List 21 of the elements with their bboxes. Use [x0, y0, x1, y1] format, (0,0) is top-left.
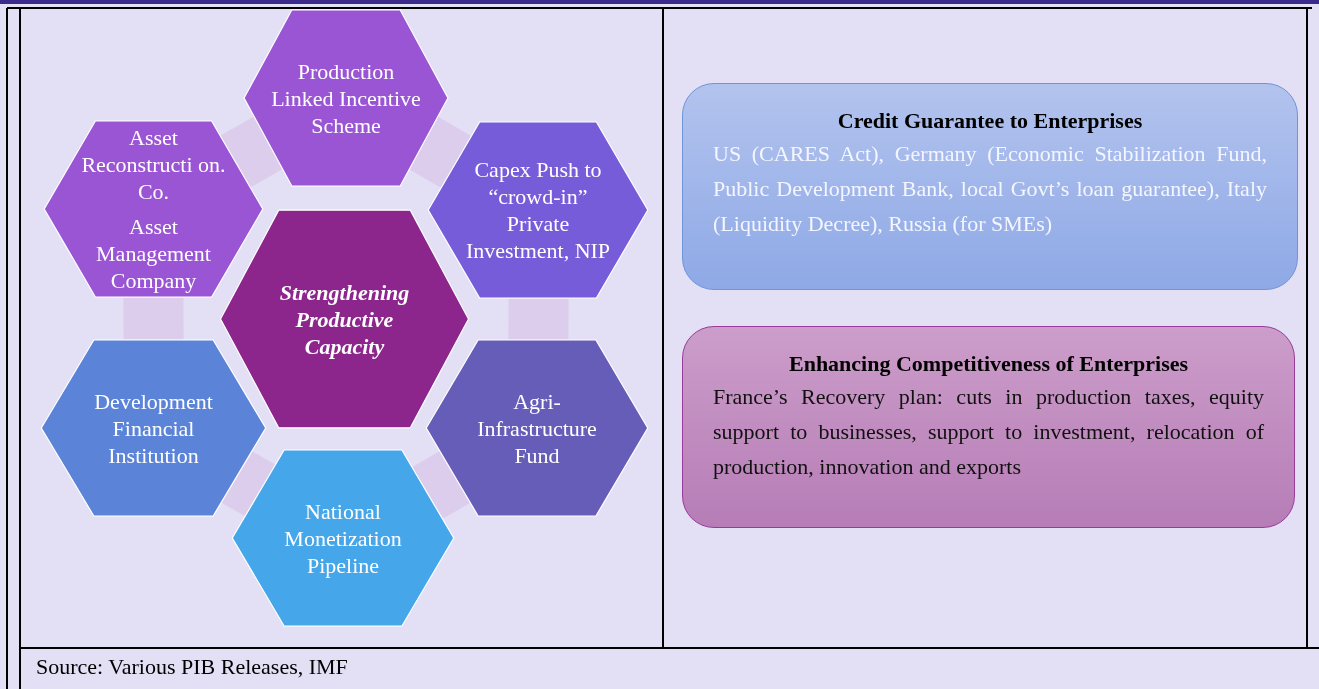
hexagon-label: Asset Management Company: [95, 213, 212, 294]
hexagon: [230, 448, 456, 628]
hexagon-label: Asset Reconstructi on. Co.: [80, 124, 227, 205]
hexagon: [242, 8, 450, 188]
box-heading: Credit Guarantee to Enterprises: [836, 107, 1144, 135]
rounded-box: [682, 83, 1298, 290]
box-text: France’s Recovery plan: cuts in production taxes, equity support to businesses, support to investment, relocation of production, innovation and exports: [713, 383, 1264, 481]
hexagon-label: Strengthening Productive Capacity: [278, 278, 411, 360]
hexagon: [39, 338, 268, 518]
hexagon-label: Capex Push to “crowd-in” Private Investment, NIP: [464, 156, 612, 264]
source-note: Source: Various PIB Releases, IMF: [36, 654, 348, 680]
hexagon-label: Development Financial Institution: [93, 387, 214, 469]
hexagon: [424, 338, 650, 518]
box-heading: Enhancing Competitiveness of Enterprises: [787, 350, 1190, 378]
rounded-box: [682, 326, 1295, 528]
hexagon-label: National Monetization Pipeline: [283, 497, 403, 579]
hexagon-label: Production Linked Incentive Scheme: [271, 57, 421, 139]
hexagon-label: Agri-Infrastructure Fund: [476, 387, 598, 469]
box-text: US (CARES Act), Germany (Economic Stabilization Fund, Public Development Bank, local Govt’s loan guarantee), Italy (Liquidity Decree), Russia (for SMEs): [713, 140, 1267, 238]
hexagon: [426, 120, 650, 300]
hexagon: [42, 119, 265, 299]
